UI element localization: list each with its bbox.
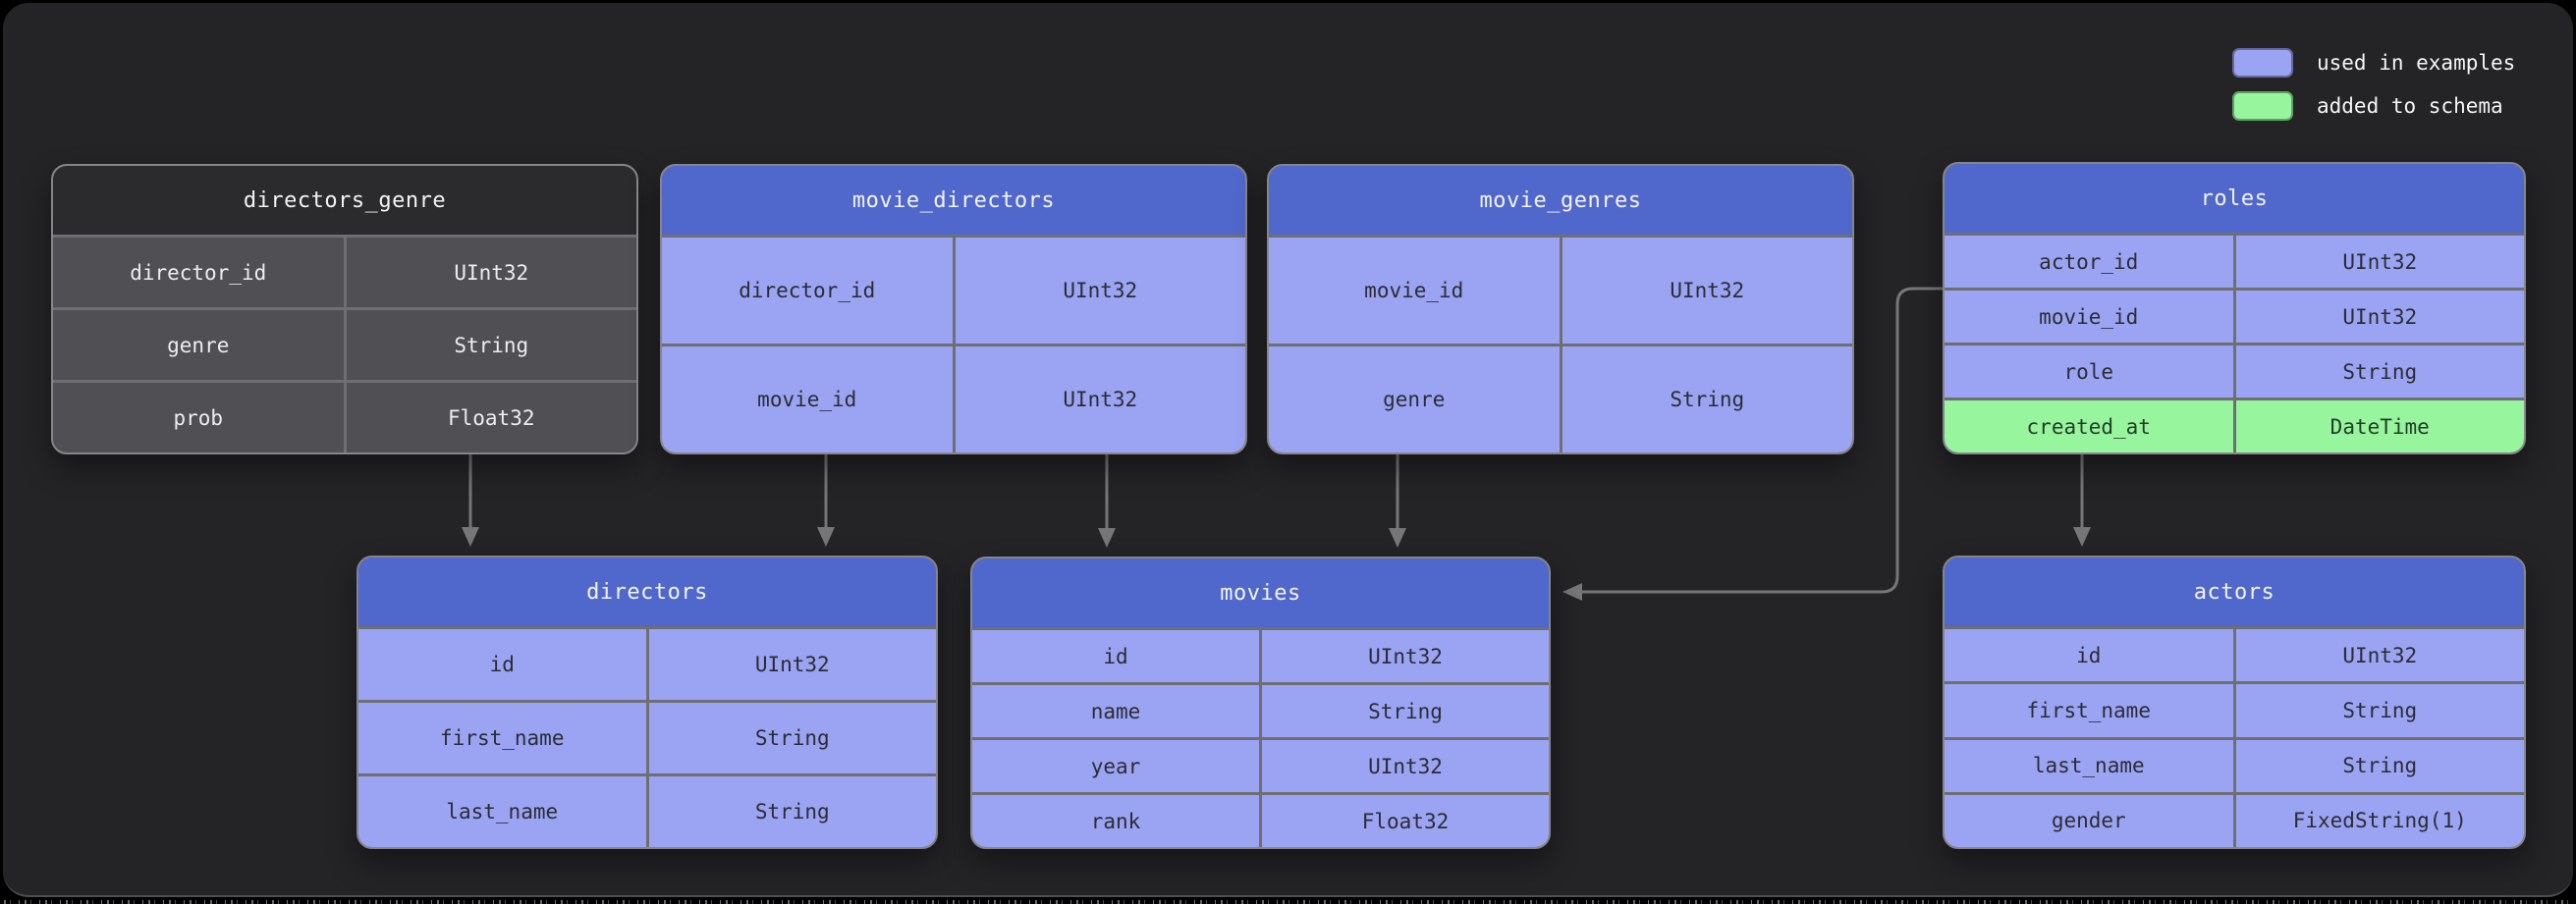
- column-name-cell: rank: [972, 795, 1259, 847]
- table-header: directors_genre: [53, 166, 636, 235]
- table-row: rank Float32: [972, 795, 1549, 847]
- table-header: actors: [1945, 558, 2524, 626]
- column-type-cell: UInt32: [2235, 629, 2524, 682]
- column-type-cell: String: [2235, 346, 2524, 398]
- table-header: directors: [358, 558, 936, 626]
- table-row: first_name String: [1945, 684, 2524, 737]
- column-type-cell: String: [648, 776, 936, 847]
- table-header: movie_directors: [662, 166, 1245, 235]
- column-name-cell: first_name: [1945, 684, 2233, 737]
- table-row: last_name String: [358, 776, 936, 847]
- table-row: actor_id UInt32: [1945, 236, 2524, 288]
- column-name-cell: prob: [53, 383, 344, 452]
- column-name-cell: year: [972, 740, 1259, 792]
- screenshot-bottom-edge: [0, 897, 2576, 904]
- table-row: id UInt32: [358, 629, 936, 700]
- column-name-cell: genre: [53, 310, 344, 380]
- legend: used in examples added to schema: [2232, 48, 2515, 134]
- table-row: id UInt32: [972, 630, 1549, 682]
- column-type-cell: String: [2235, 739, 2524, 792]
- column-name-cell: actor_id: [1945, 236, 2233, 288]
- column-type-cell: DateTime: [2235, 400, 2524, 452]
- table-row: gender FixedString(1): [1945, 794, 2524, 847]
- column-name-cell: gender: [1945, 794, 2233, 847]
- legend-item: added to schema: [2232, 91, 2515, 121]
- column-type-cell: UInt32: [2235, 236, 2524, 288]
- table-row: role String: [1945, 346, 2524, 398]
- table-header: movie_genres: [1269, 166, 1852, 235]
- table-directors_genre: directors_genre director_id UInt32 genre…: [51, 164, 638, 454]
- legend-item: used in examples: [2232, 48, 2515, 78]
- legend-label: used in examples: [2317, 51, 2516, 75]
- table-row: director_id UInt32: [53, 238, 636, 307]
- table-header: roles: [1945, 164, 2524, 233]
- column-name-cell: genre: [1269, 346, 1560, 452]
- table-movies: movies id UInt32 name String year UInt32…: [970, 557, 1551, 849]
- column-type-cell: UInt32: [1562, 238, 1852, 344]
- table-row: genre String: [1269, 346, 1852, 452]
- column-type-cell: String: [648, 703, 936, 773]
- legend-swatch-added-to-schema: [2232, 91, 2293, 121]
- table-row: director_id UInt32: [662, 238, 1245, 344]
- column-name-cell: director_id: [53, 238, 344, 307]
- column-type-cell: Float32: [346, 383, 636, 452]
- table-row: movie_id UInt32: [1269, 238, 1852, 344]
- column-type-cell: String: [346, 310, 636, 380]
- table-row: name String: [972, 685, 1549, 737]
- table-actors: actors id UInt32 first_name String last_…: [1943, 556, 2526, 849]
- column-name-cell: movie_id: [1945, 291, 2233, 343]
- column-name-cell: id: [972, 630, 1259, 682]
- column-type-cell: UInt32: [648, 629, 936, 700]
- table-row: year UInt32: [972, 740, 1549, 792]
- table-title: directors: [586, 579, 708, 605]
- column-name-cell: first_name: [358, 703, 646, 773]
- column-type-cell: Float32: [1262, 795, 1549, 847]
- column-type-cell: UInt32: [2235, 291, 2524, 343]
- table-row-added-to-schema: created_at DateTime: [1945, 400, 2524, 452]
- table-row: last_name String: [1945, 739, 2524, 792]
- column-type-cell: UInt32: [955, 346, 1245, 452]
- table-row: first_name String: [358, 703, 936, 773]
- table-row: movie_id UInt32: [662, 346, 1245, 452]
- table-movie_genres: movie_genres movie_id UInt32 genre Strin…: [1267, 164, 1854, 454]
- legend-swatch-used-in-examples: [2232, 48, 2293, 78]
- column-type-cell: UInt32: [346, 238, 636, 307]
- column-type-cell: String: [2235, 684, 2524, 737]
- table-roles: roles actor_id UInt32 movie_id UInt32 ro…: [1943, 162, 2526, 454]
- table-title: movie_directors: [851, 187, 1056, 213]
- table-title: movies: [1220, 580, 1301, 606]
- table-title: directors_genre: [243, 187, 447, 213]
- table-row: prob Float32: [53, 383, 636, 452]
- column-name-cell: movie_id: [662, 346, 953, 452]
- column-type-cell: FixedString(1): [2235, 794, 2524, 847]
- table-title: movie_genres: [1479, 187, 1642, 213]
- table-row: movie_id UInt32: [1945, 291, 2524, 343]
- column-name-cell: last_name: [358, 776, 646, 847]
- table-directors: directors id UInt32 first_name String la…: [356, 556, 938, 849]
- column-type-cell: UInt32: [955, 238, 1245, 344]
- legend-label: added to schema: [2317, 94, 2503, 118]
- table-movie_directors: movie_directors director_id UInt32 movie…: [660, 164, 1247, 454]
- table-title: roles: [2200, 186, 2269, 211]
- column-name-cell: director_id: [662, 238, 953, 344]
- column-name-cell: name: [972, 685, 1259, 737]
- column-type-cell: UInt32: [1262, 740, 1549, 792]
- column-type-cell: String: [1262, 685, 1549, 737]
- column-name-cell: id: [358, 629, 646, 700]
- table-title: actors: [2193, 579, 2275, 605]
- table-row: id UInt32: [1945, 629, 2524, 682]
- table-row: genre String: [53, 310, 636, 380]
- column-type-cell: String: [1562, 346, 1852, 452]
- column-name-cell: last_name: [1945, 739, 2233, 792]
- table-header: movies: [972, 558, 1549, 627]
- column-type-cell: UInt32: [1262, 630, 1549, 682]
- column-name-cell: role: [1945, 346, 2233, 398]
- column-name-cell: created_at: [1945, 400, 2233, 452]
- column-name-cell: id: [1945, 629, 2233, 682]
- column-name-cell: movie_id: [1269, 238, 1560, 344]
